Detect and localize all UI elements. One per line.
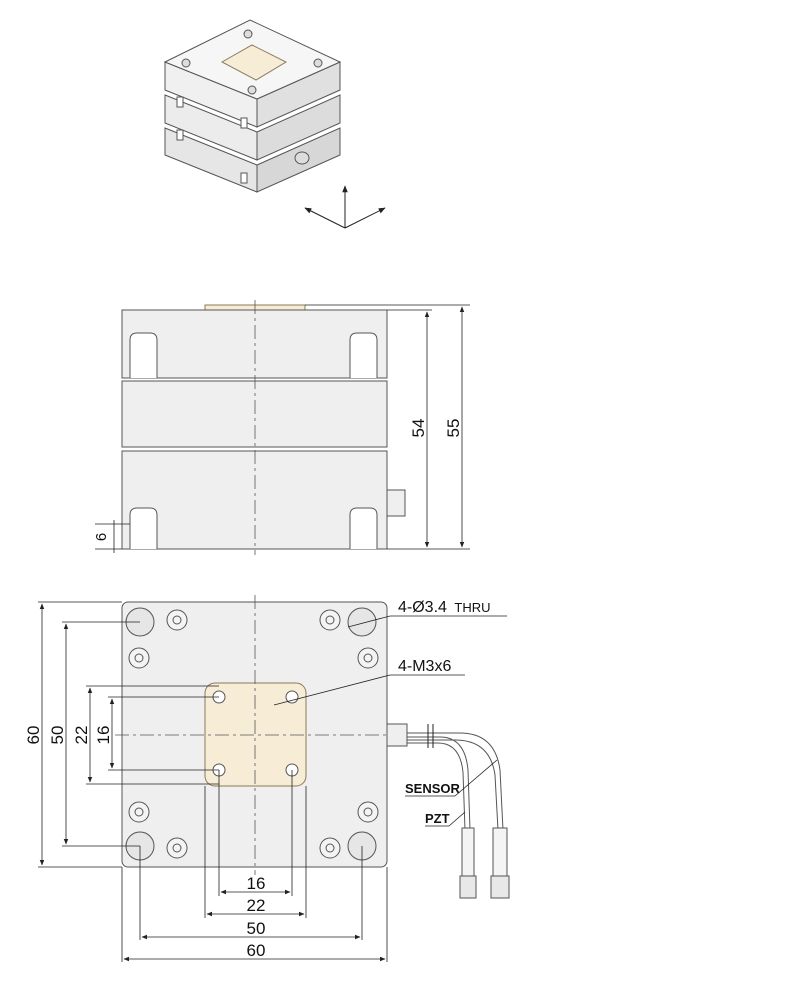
gold-pad-iso — [220, 44, 288, 81]
dim-left-16: 16 — [94, 726, 113, 745]
pzt-plug — [492, 827, 508, 877]
dim-bottom-60: 60 — [247, 941, 266, 960]
cable-sensor-label: SENSOR — [405, 781, 461, 796]
side-view — [95, 300, 470, 555]
cable-pzt-label: PZT — [425, 811, 450, 826]
sensor-plug — [461, 827, 475, 877]
dim-slot-6: 6 — [93, 533, 110, 541]
dim-left-60: 60 — [24, 726, 43, 745]
dim-left-50: 50 — [48, 726, 67, 745]
thru-hole-callout: 4-Ø3.4 THRU — [398, 599, 490, 616]
isometric-view — [163, 19, 342, 193]
axis-arrows-icon — [304, 185, 386, 229]
dim-bottom-22: 22 — [247, 896, 266, 915]
connector-knob-iso — [294, 151, 310, 165]
dim-bottom-50: 50 — [247, 919, 266, 938]
dim-bottom-16: 16 — [247, 874, 266, 893]
connector-top — [386, 723, 408, 747]
connector-side — [386, 489, 406, 517]
dim-height-55: 55 — [444, 419, 463, 438]
top-view — [38, 595, 510, 962]
dim-height-54: 54 — [409, 419, 428, 438]
thru-hole-suffix: THRU — [454, 600, 490, 615]
gold-pad-top — [204, 682, 307, 787]
dim-left-22: 22 — [72, 726, 91, 745]
tapped-hole-callout: 4-M3x6 — [398, 658, 451, 675]
thru-hole-count: 4-Ø3.4 — [398, 599, 447, 616]
